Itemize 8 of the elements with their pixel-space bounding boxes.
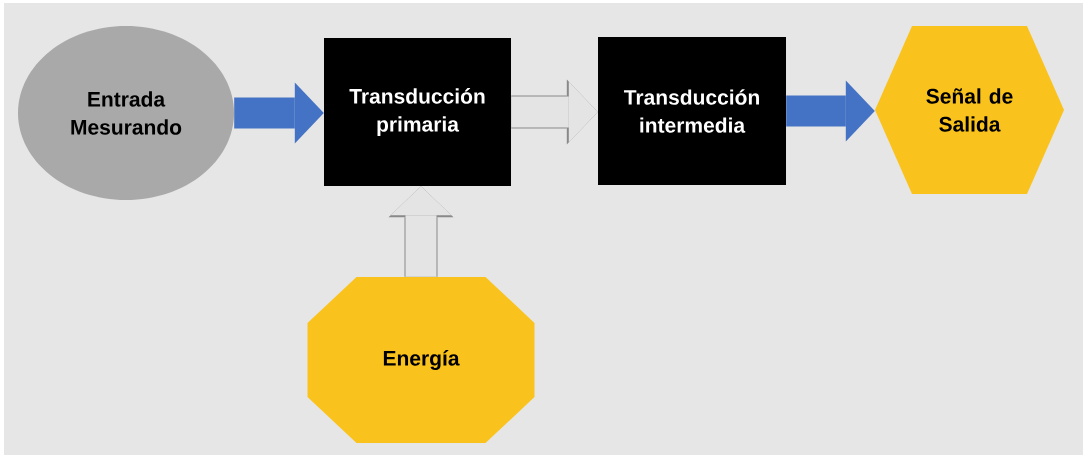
octagon: Energía <box>307 277 535 443</box>
process-box: Transducción intermedia <box>598 37 786 185</box>
block-arrow <box>388 186 454 277</box>
block-arrow <box>786 80 875 142</box>
process-box: Transducción primaria <box>324 38 511 186</box>
block-arrow <box>511 79 598 145</box>
block-arrow <box>234 82 324 144</box>
hexagon: Señal de Salida <box>875 26 1064 194</box>
